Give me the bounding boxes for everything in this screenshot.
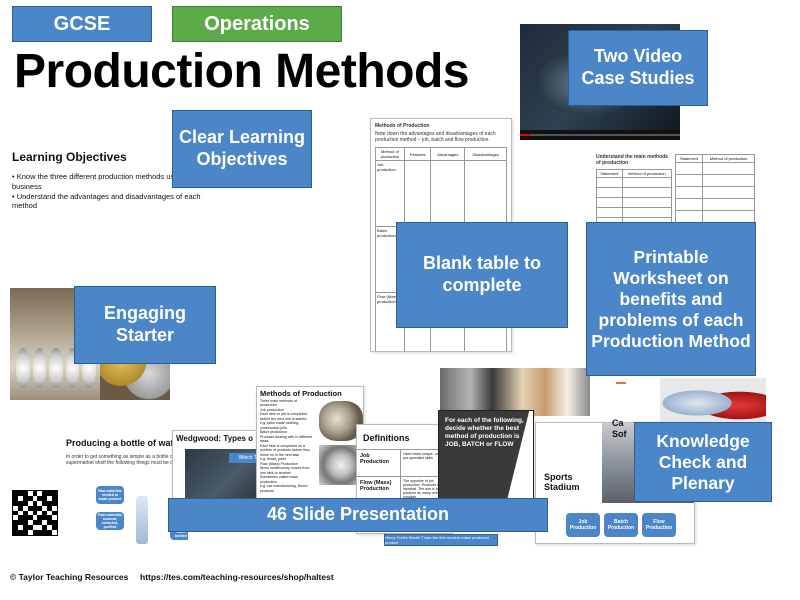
page-title: Production Methods <box>14 45 469 98</box>
definition-row: Job Production Used when unique, one-off… <box>357 449 451 476</box>
methods-list-item: Each task is completed on a number of pr… <box>260 443 310 457</box>
table-header: Method of production <box>621 169 673 178</box>
methods-slide: Methods of Production Three main methods… <box>256 386 364 510</box>
methods-list-item: Job production <box>260 407 284 412</box>
methods-list-item: Sometimes called mass production <box>260 475 298 484</box>
methods-list-item: Products dealing with in different tasks <box>260 434 312 444</box>
definition-term: Flow (Mass) Production <box>357 477 401 503</box>
bottle-slide: Producing a bottle of wate In order to g… <box>66 436 188 546</box>
table-header: Statement <box>674 154 704 163</box>
video-case-studies-callout: Two Video Case Studies <box>568 30 708 106</box>
presentation-callout: 46 Slide Presentation <box>168 498 548 532</box>
shop-link[interactable]: https://tes.com/teaching-resources/shop/… <box>140 572 334 582</box>
gcse-tag: GCSE <box>12 6 152 42</box>
video-controls[interactable] <box>520 130 680 140</box>
table-header: Method of production <box>702 154 755 163</box>
definition-desc: Used when unique, one-off pro specialist… <box>403 452 446 460</box>
learning-objectives-heading: Learning Objectives <box>12 150 127 164</box>
table-row: Job production <box>375 160 507 227</box>
bottle-step-box: Raw materials needed to make product <box>96 486 124 504</box>
starter-callout: Engaging Starter <box>74 286 216 364</box>
batch-production-button[interactable]: Batch Production <box>604 513 638 537</box>
worksheet-heading: Understand the main methods of productio… <box>596 154 668 166</box>
copyright-text: © Taylor Teaching Resources <box>10 572 129 582</box>
flow-production-button[interactable]: Flow Production <box>642 513 676 537</box>
methods-list-item: e.g. car manufacturing, tinned products <box>260 484 308 493</box>
blank-table-intro: Note down the advantages and disadvantag… <box>375 131 496 143</box>
video-progress-fill <box>520 134 530 136</box>
video-progress-bar[interactable] <box>520 134 680 136</box>
water-bottle-image <box>136 496 148 544</box>
learning-objectives-list: Know the three different production meth… <box>12 172 212 211</box>
cans-image <box>660 378 766 428</box>
methods-slide-heading: Methods of Production <box>260 389 342 398</box>
henry-ford-banner: Henry Ford's Model T was the first moder… <box>384 534 498 546</box>
table-header: Disadvantages <box>464 147 507 161</box>
orange-accent <box>616 382 626 384</box>
decide-text: For each of the following, decide whethe… <box>445 417 524 449</box>
wedgwood-slide-heading: Wedgwood: Types o <box>176 434 254 443</box>
qr-code-icon[interactable] <box>12 490 58 536</box>
pottery-image <box>319 401 363 441</box>
methods-list-item: Three main methods of production <box>260 398 297 408</box>
products-image-strip <box>440 368 590 416</box>
learning-objectives-callout: Clear Learning Objectives <box>172 110 312 188</box>
cans-production-image <box>319 445 363 485</box>
blank-table-heading: Methods of Production <box>375 123 430 129</box>
learning-objective-item: Understand the advantages and disadvanta… <box>12 192 212 212</box>
methods-list-item: e.g. bread, paint <box>260 457 286 462</box>
wedgwood-video-label: Which Tea M <box>229 453 275 463</box>
table-header: Statement <box>596 169 623 178</box>
bottle-slide-text: In order to get something as simple as a… <box>66 454 187 466</box>
definitions-heading: Definitions <box>363 433 410 443</box>
cars-slide: Ca Sof <box>612 418 662 452</box>
decide-slide: For each of the following, decide whethe… <box>438 410 534 508</box>
table-header: Method of production <box>375 147 405 161</box>
definition-desc: The opposite of job production. Products… <box>403 479 449 499</box>
operations-tag: Operations <box>172 6 342 42</box>
table-cell: Job production <box>375 160 405 227</box>
stadium-heading: Sports Stadium <box>544 472 580 492</box>
methods-list: Three main methods of production Job pro… <box>257 399 315 493</box>
learning-objective-item: Know the three different production meth… <box>12 172 212 192</box>
knowledge-check-callout: Knowledge Check and Plenary <box>634 422 772 502</box>
table-header: Advantages <box>430 147 466 161</box>
bottle-step-box: Raw materials sourced, extracted, purifi… <box>96 512 124 530</box>
cars-slide-heading: Ca Sof <box>612 418 627 439</box>
methods-list-item: Each item or job is completed before the… <box>260 412 308 421</box>
definition-term: Job Production <box>357 450 401 476</box>
methods-list-item: Batch production <box>260 430 287 435</box>
job-production-button[interactable]: Job Production <box>566 513 600 537</box>
methods-list-item: e.g. tailor made clothing, construction … <box>260 421 300 430</box>
bottle-slide-heading: Producing a bottle of wate <box>66 438 179 448</box>
worksheet-callout: Printable Worksheet on benefits and prob… <box>586 222 756 376</box>
blank-table-callout: Blank table to complete <box>396 222 568 328</box>
table-header: Features <box>403 147 432 161</box>
methods-list-item: Flow (Mass) Production <box>260 461 298 466</box>
methods-list-item: Items continuously moves from one task t… <box>260 466 310 475</box>
